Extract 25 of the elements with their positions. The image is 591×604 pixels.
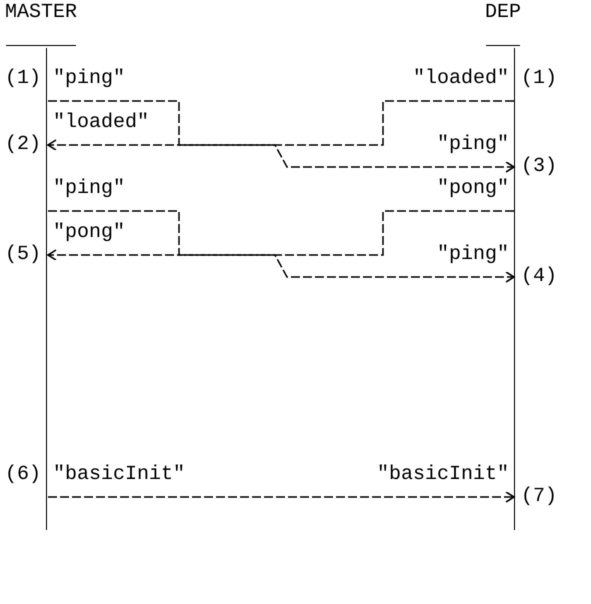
message-label: "ping" (53, 68, 126, 90)
participant-header: DEP (485, 2, 522, 24)
message-arrow (48, 491, 515, 503)
message-label: "ping" (437, 244, 510, 266)
step-number: (1) (5, 68, 42, 90)
message-arrow (48, 100, 515, 173)
step-number: (4) (521, 266, 558, 288)
message-label: "pong" (437, 178, 510, 200)
step-number: (2) (5, 134, 42, 156)
message-arrow (47, 210, 514, 261)
message-label: "ping" (437, 134, 510, 156)
message-label: "basicInit" (377, 464, 510, 486)
step-number: (5) (5, 244, 42, 266)
message-label: "pong" (53, 222, 126, 244)
step-number: (7) (521, 486, 558, 508)
step-number: (1) (521, 68, 558, 90)
message-arrow (47, 100, 514, 151)
message-arrow (48, 210, 515, 283)
step-number: (3) (521, 156, 558, 178)
message-label: "loaded" (53, 112, 150, 134)
step-number: (6) (5, 464, 42, 486)
message-label: "loaded" (413, 68, 510, 90)
participant-header: MASTER (5, 2, 78, 24)
message-label: "ping" (53, 178, 126, 200)
message-label: "basicInit" (53, 464, 186, 486)
